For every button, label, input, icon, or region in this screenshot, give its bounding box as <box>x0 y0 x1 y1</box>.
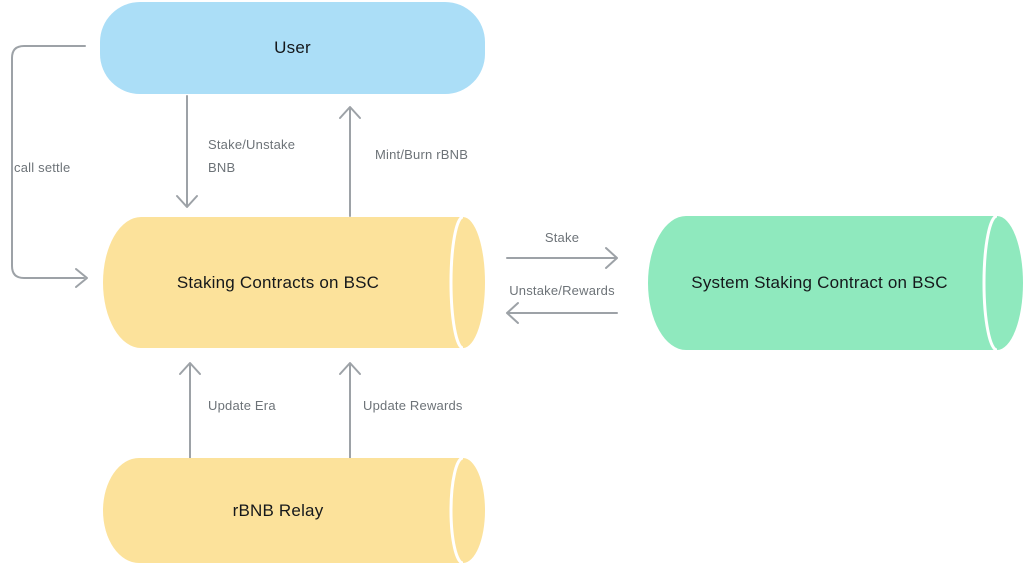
edge-stake-arrow <box>506 247 618 269</box>
node-system-staking-contract-bsc-label: System Staking Contract on BSC <box>691 273 948 292</box>
arrow-head <box>179 362 201 375</box>
node-user-label: User <box>274 38 311 57</box>
edge-label-stake-unstake-bnb: Stake/Unstake BNB <box>208 137 296 175</box>
edge-stake-unstake-bnb-arrow <box>176 95 198 208</box>
cylinder-body <box>103 458 485 563</box>
cylinder-body <box>648 216 1023 350</box>
cylinder-cap-line <box>449 458 464 563</box>
rounded-rect-shape <box>100 2 485 94</box>
edge-update-rewards-arrow <box>339 362 361 459</box>
node-staking-contracts-bsc: Staking Contracts on BSC <box>103 217 485 348</box>
arrow-head <box>176 195 198 208</box>
edge-label-mint-burn-rbnb: Mint/Burn rBNB <box>375 147 469 162</box>
node-rbnb-relay-label: rBNB Relay <box>232 500 324 520</box>
cylinder-shape <box>103 458 485 563</box>
node-system-staking-contract-bsc: System Staking Contract on BSC <box>648 216 1023 350</box>
cylinder-shape <box>103 217 485 348</box>
arrow-head <box>75 268 88 288</box>
node-staking-contracts-bsc-label: Staking Contracts on BSC <box>176 272 380 292</box>
node-rbnb-relay: rBNB Relay <box>103 458 485 563</box>
arrow-head <box>339 106 361 119</box>
edge-unstake-rewards-arrow <box>506 302 618 324</box>
node-user: User <box>100 2 485 94</box>
edge-update-era-arrow <box>179 362 201 459</box>
edge-label-call-settle: call settle <box>14 160 71 175</box>
edge-label-stake: Stake <box>544 230 580 245</box>
arrow-head <box>339 362 361 375</box>
arrow-head <box>506 302 519 324</box>
node-user-shape <box>100 2 485 94</box>
cylinder-cap-line <box>449 217 464 348</box>
cylinder-body <box>103 217 485 348</box>
edge-label-update-rewards: Update Rewards <box>363 398 463 413</box>
cylinder-shape <box>648 216 1023 350</box>
cylinder-cap-line <box>982 216 998 350</box>
edge-label-update-era: Update Era <box>208 398 276 413</box>
arrow-head <box>605 247 618 269</box>
edge-mint-burn-rbnb-arrow <box>339 106 361 217</box>
edge-label-unstake-rewards: Unstake/Rewards <box>509 283 615 298</box>
